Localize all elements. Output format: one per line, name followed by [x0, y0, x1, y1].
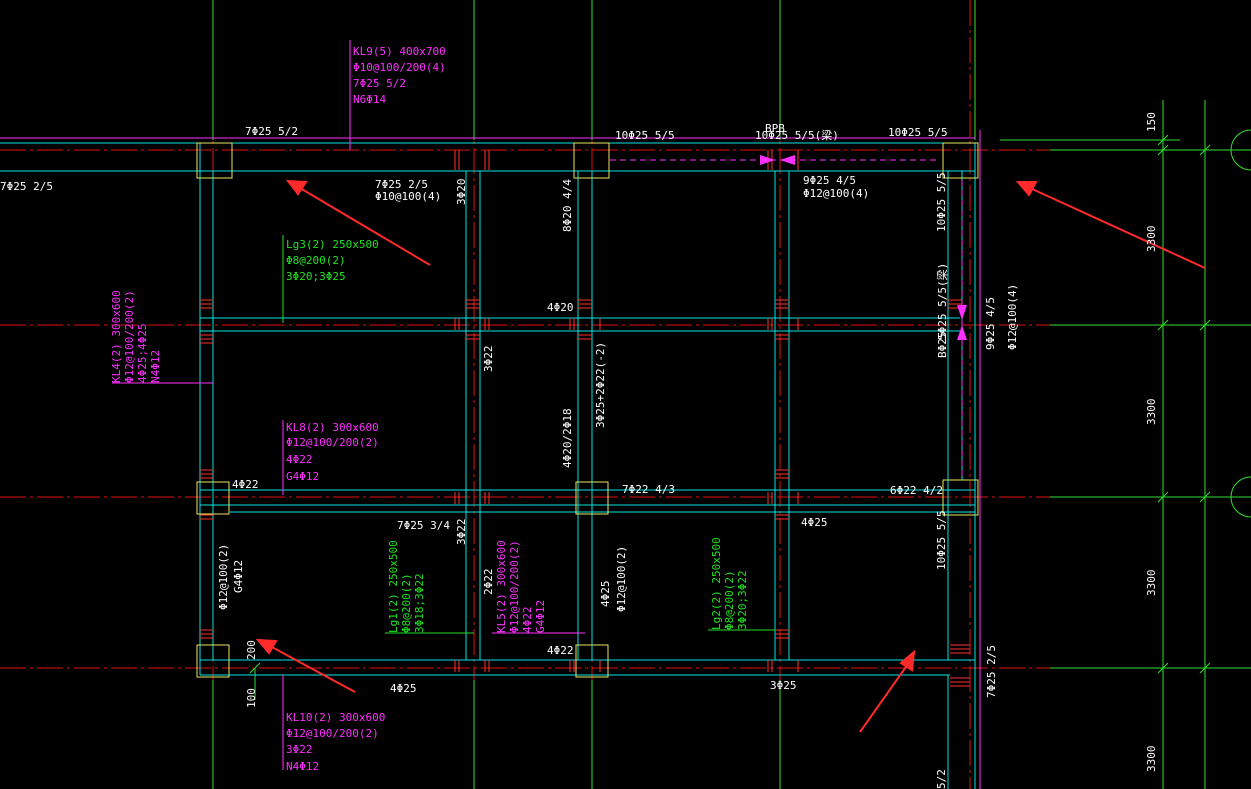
kl10-line-3: 3Φ22 [286, 743, 313, 756]
column[interactable] [942, 142, 979, 179]
v13: 2Φ22 [482, 569, 495, 596]
lg1-line-2: Φ8@200(2) [400, 573, 413, 633]
kl4-line-4: N4Φ12 [149, 350, 162, 383]
kl10-line-1: KL10(2) 300x600 [286, 711, 385, 724]
beam-b-bar: 9Φ25 4/5 [803, 174, 856, 187]
v10: 3Φ22 [455, 519, 468, 546]
lbl-422: 4Φ22 [232, 478, 259, 491]
column[interactable] [196, 142, 233, 179]
lbl-325-bottom: 3Φ25 [770, 679, 797, 692]
lbl-422-b: 4Φ22 [547, 644, 574, 657]
beam-a-top: 7Φ25 2/5 [375, 178, 428, 191]
v15: 7Φ25 2/5 [985, 645, 998, 698]
magenta-lines [0, 40, 981, 789]
dim-3300-a: 3300 [1145, 226, 1158, 253]
kl10-line-4: N4Φ12 [286, 760, 319, 773]
beam-a-stirrup: Φ10@100(4) [375, 190, 441, 203]
lbl-622: 6Φ22 4/2 [890, 484, 943, 497]
column[interactable] [196, 644, 230, 678]
mid-420: 4Φ20 [547, 301, 574, 314]
dim-3300-b: 3300 [1145, 399, 1158, 426]
lbl-722: 7Φ22 4/3 [622, 483, 675, 496]
lg2-line-2: Φ8@200(2) [723, 570, 736, 630]
v4: 3Φ22 [482, 346, 495, 373]
beam-b-stirrup: Φ12@100(4) [803, 187, 869, 200]
lg3-line-3: 3Φ20;3Φ25 [286, 270, 346, 283]
lg3-line-1: Lg3(2) 250x500 [286, 238, 379, 251]
arrow-2 [1029, 187, 1206, 269]
v1: 3Φ20 [455, 179, 468, 206]
column[interactable] [196, 481, 230, 515]
v6: 4Φ20/2Φ18 [561, 408, 574, 468]
kl10-line-2: Φ12@100/200(2) [286, 727, 379, 740]
lg2-line-3: 3Φ20;3Φ22 [736, 570, 749, 630]
kl4-line-2: Φ12@100/200(2) [123, 290, 136, 383]
arrow-1 [299, 187, 431, 266]
lbl-425-small: 4Φ25 [801, 516, 828, 529]
kl4-line-3: 4Φ25;4Φ25 [136, 323, 149, 383]
arrow-3 [269, 645, 356, 693]
arrow-4 [859, 663, 909, 733]
kl4-line-1: KL4(2) 300x600 [110, 290, 123, 383]
magenta-markers [760, 155, 967, 340]
lbl-425-bottom: 4Φ25 [390, 682, 417, 695]
kl5-line-3: 4Φ22 [521, 607, 534, 634]
v12: Φ12@100(2) [217, 544, 230, 610]
v5: 3Φ25+2Φ22(-2) [594, 342, 607, 428]
dim-150: 150 [1145, 112, 1158, 132]
top-mid2-bar: 10Φ25 5/5(梁) [755, 128, 839, 142]
dim-100: 100 [245, 688, 258, 708]
top-mid2-tag: BPB [765, 122, 785, 135]
v2: 8Φ20 4/4 [561, 179, 574, 232]
green-lines [212, 0, 1251, 789]
v11: 10Φ25 5/5 [935, 510, 948, 570]
top-mid-bar: 10Φ25 5/5 [615, 129, 675, 142]
column[interactable] [575, 481, 609, 515]
v16: 5/2 [935, 769, 948, 789]
kl8-line-4: G4Φ12 [286, 470, 319, 483]
lg2-line-1: Lg2(2) 250x500 [710, 537, 723, 630]
dim-3300-d: 3300 [1145, 746, 1158, 773]
kl9-line-4: N6Φ14 [353, 93, 386, 106]
dim-3300-c: 3300 [1145, 570, 1158, 597]
kl9-line-1: KL9(5) 400x700 [353, 45, 446, 58]
green-leaders [282, 235, 780, 634]
v9: BΦ25 [936, 332, 949, 359]
column[interactable] [575, 644, 609, 678]
beams [0, 142, 976, 789]
lg1-line-3: 3Φ18;3Φ22 [413, 573, 426, 633]
v12b: G4Φ12 [232, 560, 245, 593]
annotation-arrows [255, 179, 1206, 733]
dim-200: 200 [245, 640, 258, 660]
kl9-line-2: Φ10@100/200(4) [353, 61, 446, 74]
kl8-line-3: 4Φ22 [286, 453, 313, 466]
lg3-line-2: Φ8@200(2) [286, 254, 346, 267]
v14b: Φ12@100(2) [615, 546, 628, 612]
v3: 10Φ25 5/5 [935, 172, 948, 232]
kl5-line-1: KL5(2) 300x600 [495, 540, 508, 633]
kl8-line-2: Φ12@100/200(2) [286, 436, 379, 449]
v7: 5Φ25 5/5(梁) [935, 263, 949, 340]
v8b: Φ12@100(4) [1006, 284, 1019, 350]
v14: 4Φ25 [599, 581, 612, 608]
kl8-line-1: KL8(2) 300x600 [286, 421, 379, 434]
kl9-line-3: 7Φ25 5/2 [353, 77, 406, 90]
column[interactable] [942, 479, 979, 516]
top-right-bar: 10Φ25 5/5 [888, 126, 948, 139]
columns [196, 142, 979, 678]
rebar-ticks [200, 150, 970, 687]
left-edge-bar: 7Φ25 2/5 [0, 180, 53, 193]
lbl-725: 7Φ25 3/4 [397, 519, 450, 532]
lg1-line-1: Lg1(2) 250x500 [387, 540, 400, 633]
top-left-bar: 7Φ25 5/2 [245, 125, 298, 138]
kl5-line-2: Φ12@100/200(2) [508, 540, 521, 633]
kl5-line-4: G4Φ12 [534, 600, 547, 633]
v8: 9Φ25 4/5 [984, 297, 997, 350]
column[interactable] [573, 142, 610, 179]
